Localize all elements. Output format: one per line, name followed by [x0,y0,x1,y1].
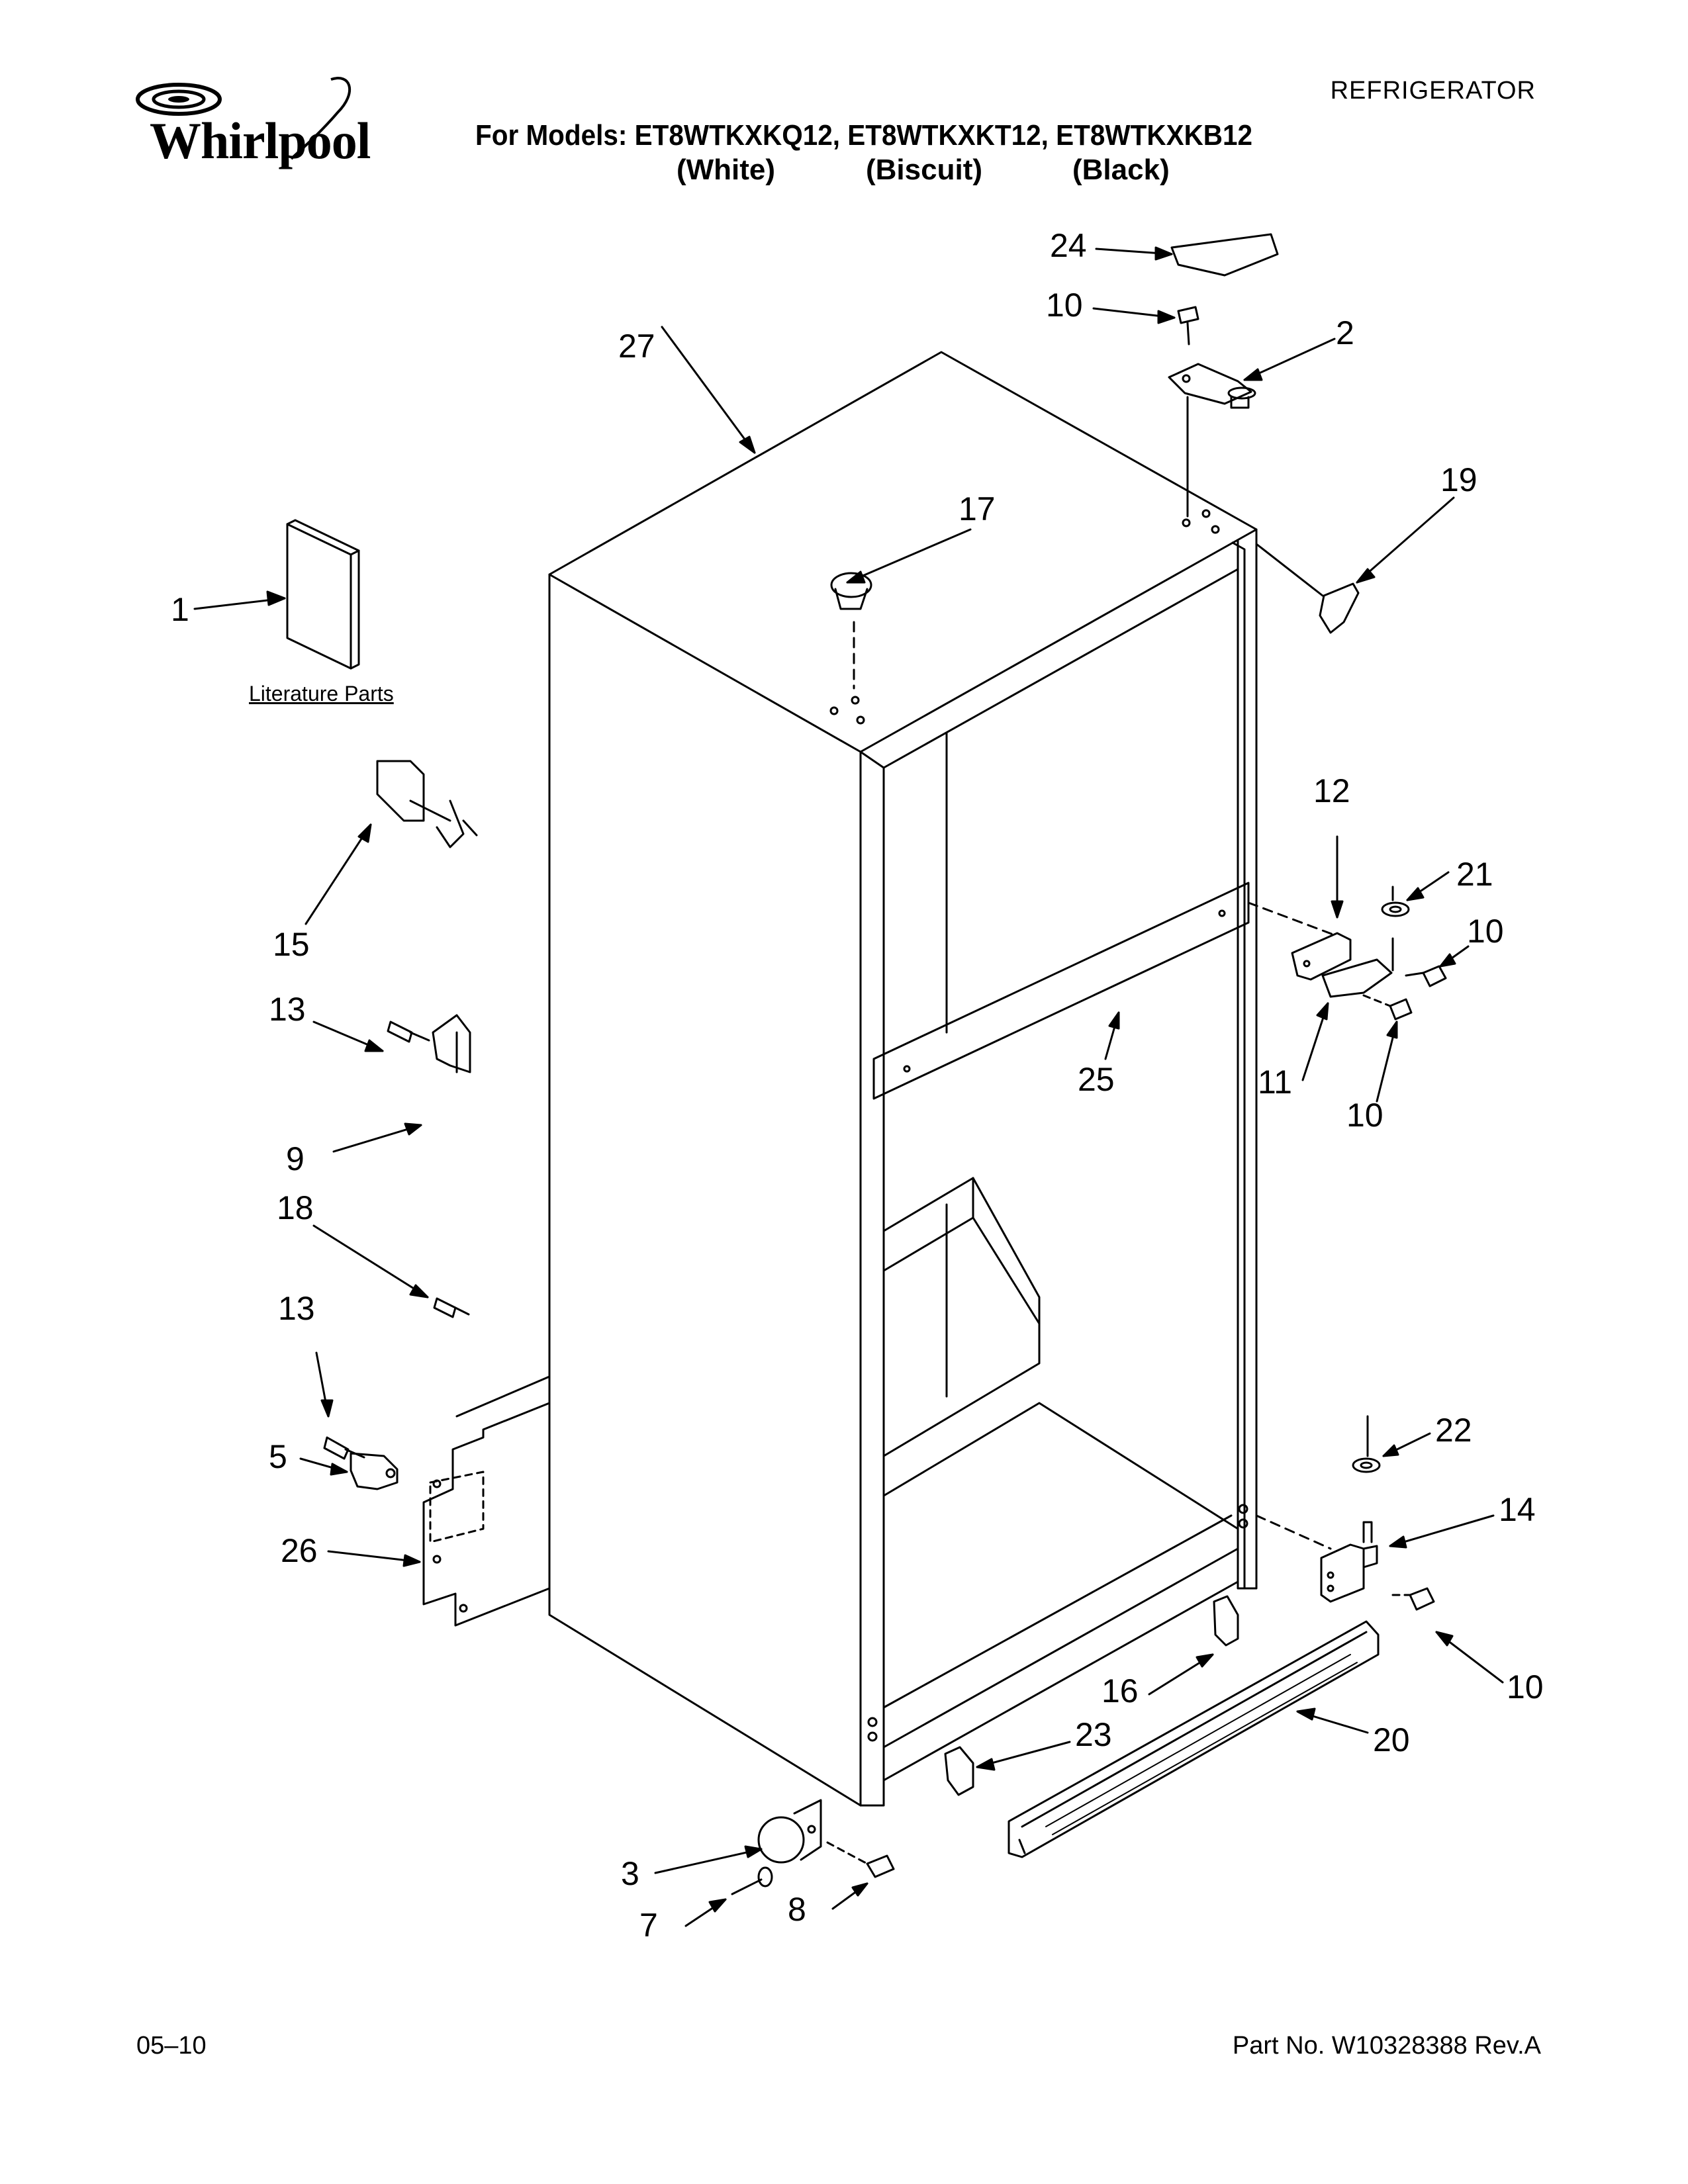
brand-wordmark: Whirlpool [150,112,371,169]
logo-swirl-icon [136,77,351,160]
callout-3: 3 [621,1855,639,1892]
callout-23: 23 [1075,1716,1112,1753]
cabinet-outline [548,351,1258,1807]
models-line: For Models: ET8WTKXKQ12, ET8WTKXKT12, ET… [475,119,1253,152]
callout-16: 16 [1102,1672,1139,1709]
category-label: REFRIGERATOR [1330,77,1536,105]
door-stop-part [376,760,478,848]
screw-10-top [1177,306,1199,345]
callout-9: 9 [286,1140,305,1177]
callout-12: 12 [1313,772,1350,809]
bracket-9-part [432,1014,471,1073]
screw-13-lower [323,1436,365,1460]
back-cover-26-part [422,1375,551,1627]
callout-26: 26 [281,1532,318,1569]
bottom-hinge-assembly [1255,1415,1435,1611]
trim-19-part [1255,543,1360,634]
callout-18: 18 [277,1189,314,1226]
clamp-5-part [350,1452,399,1490]
callout-19: 19 [1440,461,1477,498]
callout-leaders [193,246,1504,1927]
callout-8: 8 [788,1891,806,1928]
callout-21: 21 [1456,856,1493,893]
callout-5: 5 [269,1438,287,1475]
callout-25: 25 [1078,1061,1115,1098]
callout-1: 1 [171,591,189,628]
callout-11: 11 [1258,1064,1292,1101]
center-rail-part [872,882,1250,1100]
callout-20: 20 [1373,1721,1410,1758]
screw-13-upper [387,1021,430,1043]
callout-24: 24 [1050,227,1087,264]
model-color-black: (Black) [1072,154,1170,186]
clip-16-part [1213,1595,1239,1647]
middle-hinge-assembly [1247,886,1447,1021]
base-grille-20-part [1008,1620,1380,1858]
top-hinge-2-part [1168,363,1256,518]
clip-23-part [944,1746,974,1796]
callout-10-mid-upper: 10 [1467,913,1504,950]
literature-parts-booklet [286,519,360,670]
callout-10-bottom: 10 [1507,1668,1544,1706]
callout-14: 14 [1499,1491,1536,1528]
plug-17-part [830,572,872,690]
callout-13-upper: 13 [269,991,306,1028]
footer-part-number: Part No. W10328388 Rev.A [1232,2032,1541,2060]
footer-date: 05–10 [136,2032,207,2060]
callout-15: 15 [273,926,310,963]
hinge-cap-24-part [1170,233,1279,277]
callout-2: 2 [1336,314,1354,351]
model-color-biscuit: (Biscuit) [866,154,982,186]
callout-22: 22 [1435,1412,1472,1449]
leveling-leg-assembly [731,1799,895,1895]
callout-10-mid-lower: 10 [1346,1097,1383,1134]
model-color-white: (White) [677,154,776,186]
callout-17: 17 [959,490,996,527]
screw-18 [433,1297,470,1318]
literature-parts-label: Literature Parts [249,682,394,705]
callout-27: 27 [618,328,655,365]
callout-7: 7 [639,1907,658,1944]
callout-13-lower: 13 [278,1290,315,1327]
callout-10-top: 10 [1046,287,1083,324]
